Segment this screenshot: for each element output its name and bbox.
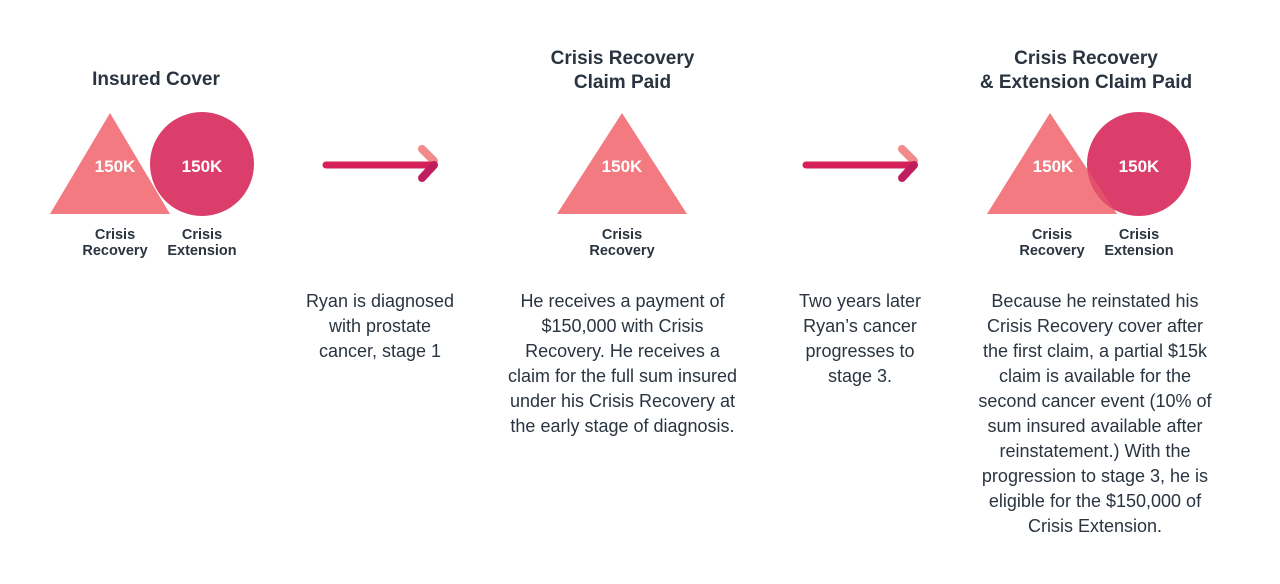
crisis-extension-circle (1087, 112, 1191, 216)
event2-description: Two years later Ryan’s cancer progresses… (798, 291, 922, 386)
crisis-recovery-triangle (987, 113, 1117, 214)
triangle-value: 150K (602, 157, 643, 176)
triangle-value: 150K (95, 157, 136, 176)
stage2-title: Crisis Recovery Claim Paid (550, 48, 695, 93)
stage3-venn-diagram: 150K 150K (987, 112, 1191, 216)
arrow-right-icon (322, 145, 438, 182)
stage2-description: He receives a payment of $150,000 with C… (507, 291, 738, 436)
crisis-recovery-triangle (50, 113, 170, 214)
circle-value: 150K (1119, 157, 1160, 176)
stage1-title: Insured Cover (92, 69, 220, 90)
stage2-triangle-label: Crisis Recovery (589, 227, 655, 259)
stage1-triangle-label: Crisis Recovery (82, 227, 148, 259)
crisis-recovery-triangle (557, 113, 687, 214)
stage3-title: Crisis Recovery & Extension Claim Paid (979, 48, 1193, 93)
triangle-value: 150K (1033, 157, 1074, 176)
event1-description: Ryan is diagnosed with prostate cancer, … (305, 291, 455, 361)
circle-value: 150K (182, 157, 223, 176)
stage3-description: Because he reinstated his Crisis Recover… (978, 291, 1212, 536)
stage1-circle-label: Crisis Extension (167, 227, 237, 259)
arrow-right-icon (802, 145, 918, 182)
stage3-circle-label: Crisis Extension (1104, 227, 1174, 259)
stage1-venn-diagram: 150K 150K (50, 112, 254, 216)
stage2-triangle-diagram: 150K (557, 113, 687, 214)
stage3-triangle-label: Crisis Recovery (1019, 227, 1085, 259)
crisis-extension-circle (150, 112, 254, 216)
